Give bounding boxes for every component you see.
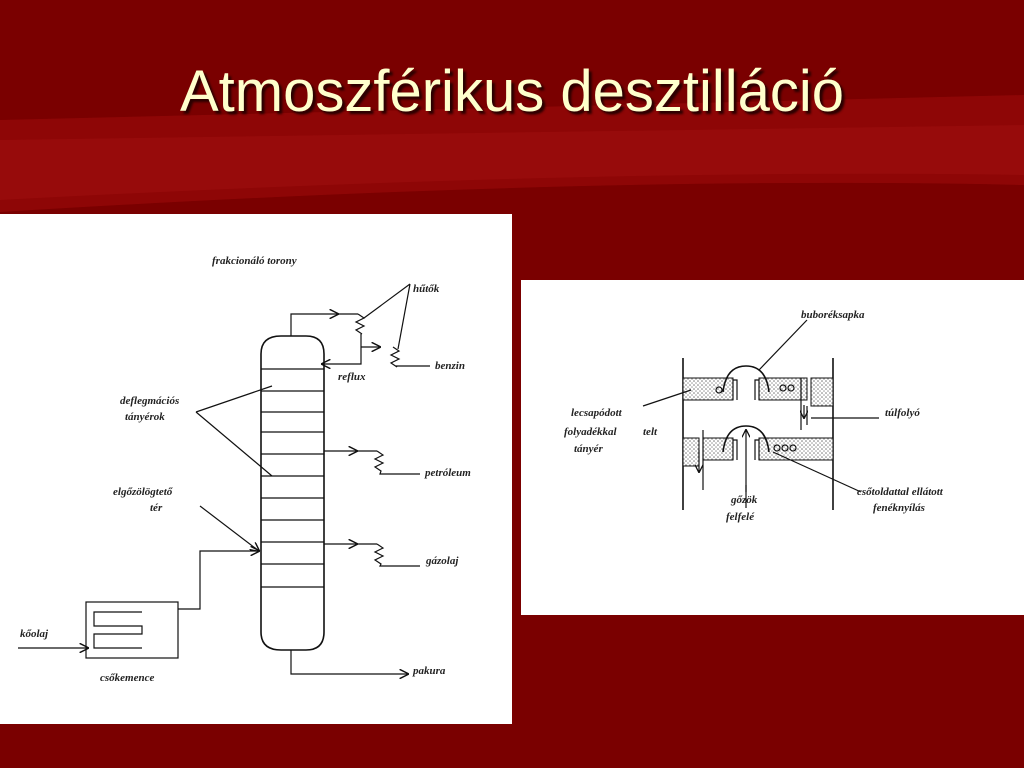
label-evap-1: elgőzölögtető [113, 486, 174, 498]
tower-title: frakcionáló torony [212, 255, 297, 267]
label-trays-1: deflegmációs [120, 395, 179, 407]
label-petroleum: petróleum [424, 467, 471, 479]
label-tray-4: tányér [574, 443, 603, 455]
label-vapours-1: gőzök [730, 494, 758, 506]
label-furnace: csőkemence [100, 672, 154, 684]
upper-tray [682, 365, 834, 430]
distillation-column [260, 335, 325, 651]
cooler-coil-benzin [389, 346, 430, 368]
bubble-cap-lower [722, 425, 770, 453]
slide-title: Atmoszférikus desztilláció [180, 59, 844, 124]
label-tray-3: telt [643, 426, 658, 438]
fractionating-tower-diagram: frakcionáló torony [0, 214, 512, 724]
lower-tray [682, 425, 834, 490]
label-tray-1: lecsapódott [571, 407, 623, 419]
label-overflow: túlfolyó [885, 407, 920, 419]
cooler-coil-top [354, 313, 366, 335]
bubble-cap-upper [722, 365, 770, 393]
label-evap-2: tér [150, 502, 163, 514]
label-crude: kőolaj [20, 628, 49, 640]
label-coolers: hűtők [413, 283, 440, 295]
label-vapours-2: felfelé [726, 511, 755, 523]
label-reflux: reflux [338, 371, 366, 383]
label-trays-2: tányérok [125, 411, 165, 423]
label-gazolaj: gázolaj [425, 555, 459, 567]
cooler-coil-gazolaj [373, 543, 420, 567]
label-bubble-cap: buboréksapka [801, 309, 865, 321]
label-tray-2: folyadékkal [564, 426, 617, 438]
tube-furnace [85, 601, 179, 659]
label-pakura: pakura [412, 665, 446, 677]
bubble-cap-tray-diagram: buboréksapka lecsapódott folyadékkal tel… [521, 280, 1024, 615]
label-benzin: benzin [435, 360, 465, 372]
label-nozzle-2: fenéknyílás [873, 502, 925, 514]
cooler-coil-petroleum [373, 450, 420, 475]
label-nozzle-1: csőtoldattal ellátott [857, 486, 944, 498]
